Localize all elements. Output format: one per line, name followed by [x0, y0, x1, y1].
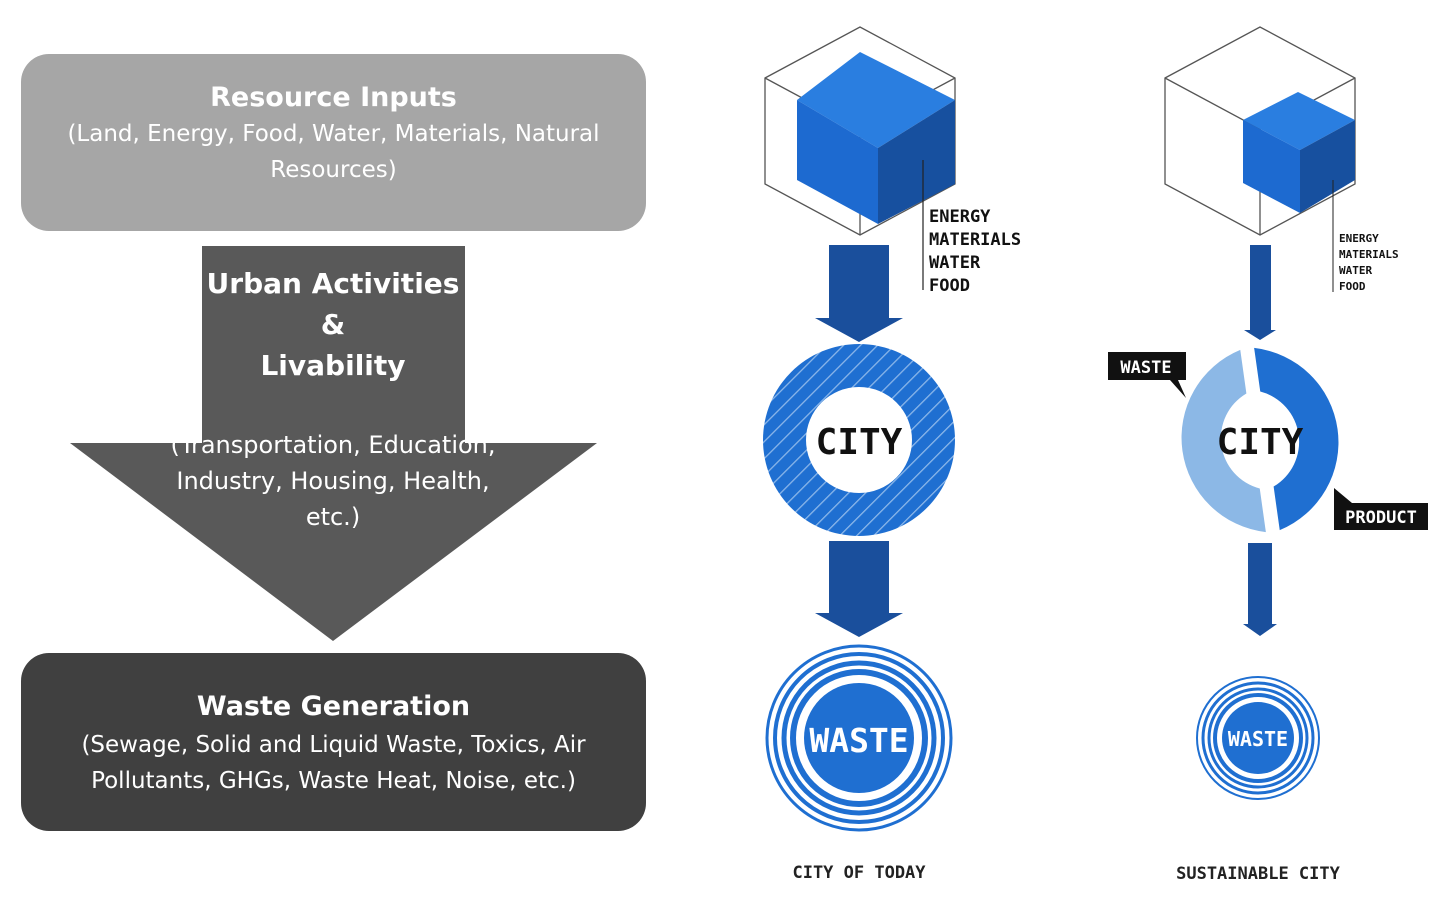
product-tag-label: PRODUCT [1345, 508, 1417, 528]
urban-activities-title: Urban Activities & Livability [170, 263, 496, 386]
input-label-food: FOOD [929, 276, 970, 296]
caption-city-of-today: CITY OF TODAY [792, 863, 926, 883]
sustainable-input-arrow [1244, 245, 1276, 340]
input-label-energy: ENERGY [929, 207, 991, 227]
sustainable-city-column: ENERGY MATERIALS WATER FOOD CITY WASTE P… [1108, 26, 1428, 884]
waste-flow-arrow [815, 541, 903, 637]
city-label: CITY [816, 422, 903, 463]
sustainable-input-materials: MATERIALS [1339, 248, 1399, 261]
caption-sustainable-city: SUSTAINABLE CITY [1176, 864, 1341, 884]
city-of-today-column: ENERGY MATERIALS WATER FOOD CITY WASTE C… [763, 26, 1021, 883]
urban-activities-title-line2: & [320, 308, 346, 341]
arrow-shape [70, 246, 597, 641]
urban-activities-description: (Transportation, Education, Industry, Ho… [170, 431, 496, 531]
sustainable-waste-label: WASTE [1228, 727, 1288, 751]
waste-disc-large [804, 683, 914, 793]
urban-activities-arrow [70, 246, 597, 641]
waste-rings-small [1196, 676, 1320, 800]
waste-disc-small [1222, 702, 1294, 774]
city-ring-hatched [763, 344, 955, 536]
input-label-water: WATER [929, 253, 981, 273]
resource-inner-cube-small [1243, 92, 1355, 213]
sustainable-city-label: CITY [1217, 422, 1304, 463]
waste-tag-label: WASTE [1120, 358, 1171, 378]
urban-activities-title-line1: Urban Activities [206, 267, 460, 300]
waste-generation-title: Waste Generation [196, 691, 471, 722]
sustainable-input-water: WATER [1339, 264, 1372, 277]
waste-label: WASTE [809, 721, 908, 760]
input-label-materials: MATERIALS [929, 230, 1021, 250]
product-tag [1334, 488, 1428, 530]
resource-inputs-box: Resource Inputs (Land, Energy, Food, Wat… [21, 54, 646, 231]
waste-tag [1108, 352, 1186, 398]
waste-rings-large [765, 644, 953, 832]
city-comparison-diagram: ENERGY MATERIALS WATER FOOD CITY WASTE C… [763, 26, 1428, 884]
sustainable-input-energy: ENERGY [1339, 232, 1379, 245]
sustainable-input-food: FOOD [1339, 280, 1366, 293]
resource-inputs-title: Resource Inputs [210, 82, 457, 113]
city-ring-split [1181, 347, 1339, 533]
resource-inputs-description: (Land, Energy, Food, Water, Materials, N… [67, 121, 600, 183]
sustainable-waste-arrow [1243, 543, 1277, 636]
urban-activities-title-line3: Livability [260, 349, 406, 382]
input-flow-arrow [815, 245, 903, 342]
waste-generation-description: (Sewage, Solid and Liquid Waste, Toxics,… [81, 732, 586, 794]
waste-generation-box: Waste Generation (Sewage, Solid and Liqu… [21, 653, 646, 831]
resource-inner-cube-large [797, 52, 955, 224]
